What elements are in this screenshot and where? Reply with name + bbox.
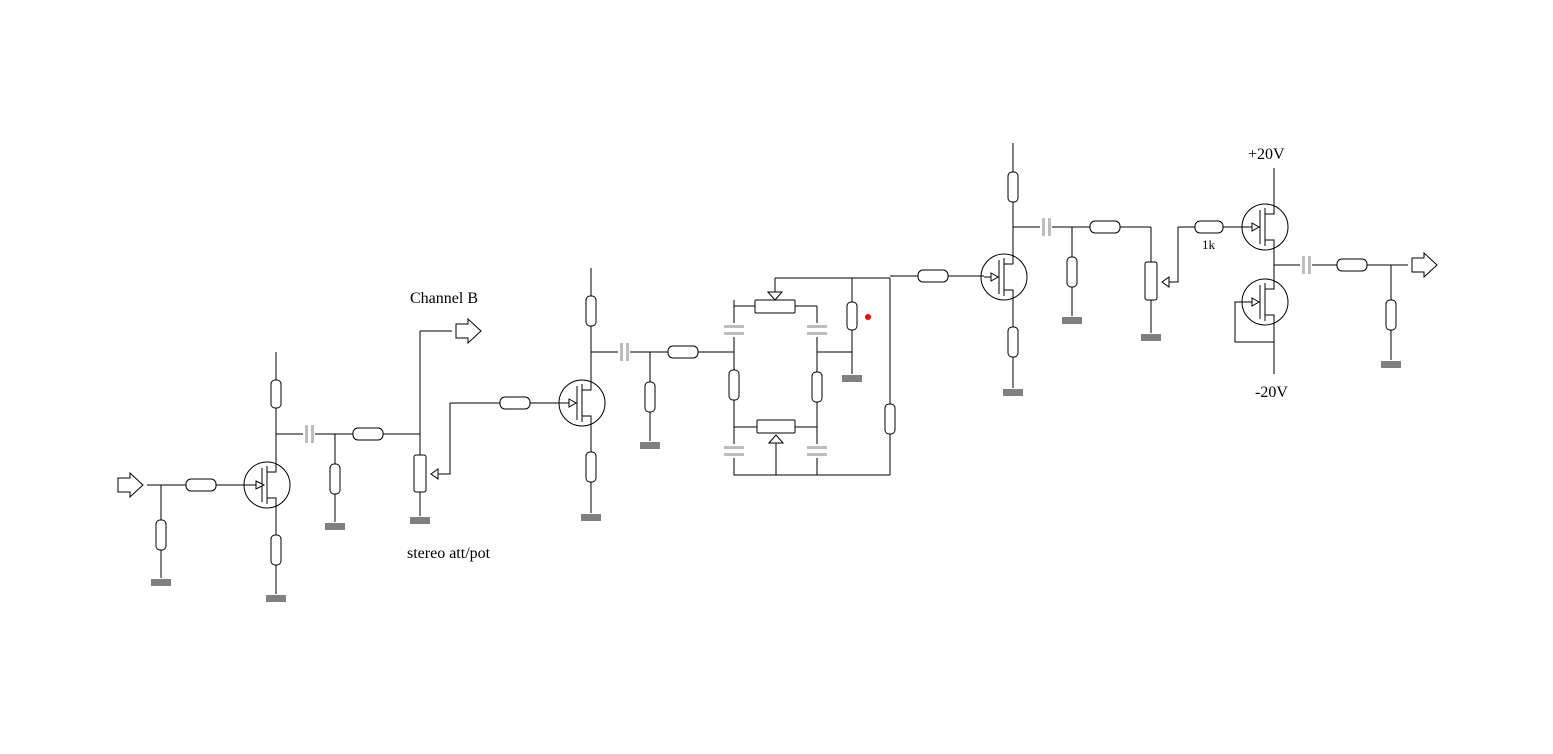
input-shunt-resistor bbox=[155, 519, 167, 551]
q1-source-resistor bbox=[270, 534, 282, 566]
output-buffer bbox=[1234, 168, 1438, 374]
resistor-1k-label: 1k bbox=[1202, 237, 1216, 252]
input-arrow bbox=[117, 471, 144, 499]
transistor-q2 bbox=[558, 376, 606, 430]
q1-drain-resistor bbox=[270, 379, 282, 409]
supply-minus-label: -20V bbox=[1255, 384, 1288, 401]
stage-3 bbox=[980, 143, 1245, 396]
stereo-attenuator-pot bbox=[410, 317, 561, 524]
volume-pot bbox=[1144, 261, 1158, 301]
output-arrow bbox=[1411, 251, 1438, 279]
channel-b-arrow bbox=[455, 317, 482, 345]
stereo-att-pot-label: stereo att/pot bbox=[407, 545, 491, 562]
transistor-q4 bbox=[1241, 203, 1289, 252]
transistor-q3 bbox=[980, 250, 1028, 304]
transistor-q5 bbox=[1241, 278, 1289, 326]
stage-2 bbox=[558, 268, 734, 521]
input-series-resistor bbox=[185, 478, 217, 492]
resistor-1k bbox=[1194, 220, 1224, 234]
red-marker-dot bbox=[865, 314, 871, 320]
channel-b-label: Channel B bbox=[410, 290, 478, 307]
tone-control-network bbox=[724, 269, 984, 476]
input-stage bbox=[117, 352, 420, 602]
supply-plus-label: +20V bbox=[1248, 146, 1285, 163]
transistor-q1 bbox=[243, 458, 291, 512]
